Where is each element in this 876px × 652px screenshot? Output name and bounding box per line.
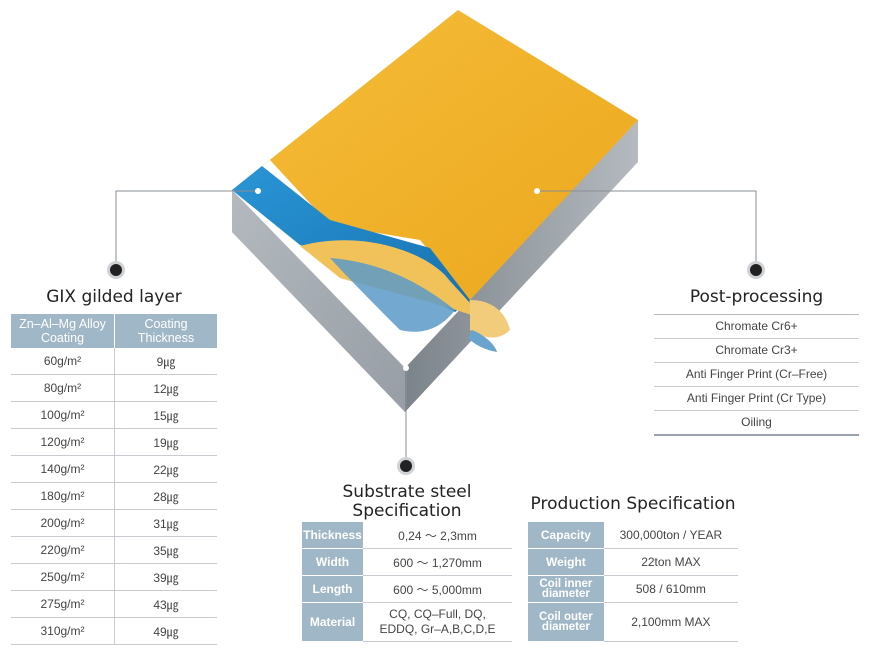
table-row: Material CQ, CQ–Full, DQ, EDDQ, Gr–A,B,C… xyxy=(302,602,512,642)
coating-cell: 100g/m² xyxy=(11,401,115,429)
list-item: Chromate Cr3+ xyxy=(654,339,859,363)
spec-label: Coil inner diameter xyxy=(528,575,604,603)
spec-value: 508 / 610mm xyxy=(603,575,738,603)
table-row: Capacity 300,000ton / YEAR xyxy=(528,522,738,549)
thickness-cell: 35㎍ xyxy=(114,536,217,564)
spec-label: Width xyxy=(302,548,364,576)
gix-header-thickness: Coating Thickness xyxy=(114,314,217,348)
substrate-title-line1: Substrate steel xyxy=(342,482,472,502)
table-row: Width 600 ～ 1,270mm xyxy=(302,548,512,576)
coating-cell: 275g/m² xyxy=(11,590,115,618)
post-marker-dot xyxy=(534,188,540,194)
coating-cell: 60g/m² xyxy=(11,348,115,375)
coating-cell: 310g/m² xyxy=(11,617,115,645)
spec-label: Length xyxy=(302,575,364,603)
spec-value: CQ, CQ–Full, DQ, EDDQ, Gr–A,B,C,D,E xyxy=(363,602,512,642)
thickness-cell: 12㎍ xyxy=(114,374,217,402)
thickness-cell: 43㎍ xyxy=(114,590,217,618)
spec-value: 300,000ton / YEAR xyxy=(603,522,738,549)
coating-cell: 250g/m² xyxy=(11,563,115,591)
spec-value: 2,100mm MAX xyxy=(603,602,738,642)
gix-header-coating: Zn–Al–Mg Alloy Coating xyxy=(11,314,115,348)
thickness-cell: 19㎍ xyxy=(114,428,217,456)
peeled-corner-blue xyxy=(330,258,455,332)
table-row: Coil outer diameter 2,100mm MAX xyxy=(528,602,738,642)
substrate-spec-table: Thickness 0,24 ～ 2,3mm Width 600 ～ 1,270… xyxy=(302,522,512,642)
spec-label: Coil outer diameter xyxy=(528,602,604,642)
spec-value: 0,24 ～ 2,3mm xyxy=(363,522,512,549)
coating-cell: 120g/m² xyxy=(11,428,115,456)
post-processing-list: Chromate Cr6+ Chromate Cr3+ Anti Finger … xyxy=(654,314,859,436)
table-row: Thickness 0,24 ～ 2,3mm xyxy=(302,522,512,549)
gix-connector-line xyxy=(115,190,258,270)
coating-cell: 200g/m² xyxy=(11,509,115,537)
thickness-cell: 28㎍ xyxy=(114,482,217,510)
steel-front-large xyxy=(232,190,405,412)
gix-marker-dot xyxy=(255,188,261,194)
spec-label: Capacity xyxy=(528,522,604,549)
thickness-cell: 15㎍ xyxy=(114,401,217,429)
substrate-title-line2: Specification xyxy=(352,501,462,521)
list-item: Anti Finger Print (Cr–Free) xyxy=(654,363,859,387)
coating-cell: 220g/m² xyxy=(11,536,115,564)
spec-label: Weight xyxy=(528,548,604,576)
spec-value: 22ton MAX xyxy=(603,548,738,576)
post-bullet-icon xyxy=(747,261,765,279)
gix-coating-table: Zn–Al–Mg Alloy Coating Coating Thickness… xyxy=(11,314,217,645)
thickness-cell: 49㎍ xyxy=(114,617,217,645)
production-spec-table: Capacity 300,000ton / YEAR Weight 22ton … xyxy=(528,522,738,642)
peel-flap-small xyxy=(470,300,510,338)
thickness-cell: 9㎍ xyxy=(114,348,217,375)
thickness-cell: 31㎍ xyxy=(114,509,217,537)
spec-label: Material xyxy=(302,602,364,642)
production-title: Production Specification xyxy=(530,494,736,514)
table-row: Coil inner diameter 508 / 610mm xyxy=(528,575,738,603)
peel-flap-small-blue xyxy=(468,330,497,352)
gix-title: GIX gilded layer xyxy=(46,287,182,307)
substrate-bullet-icon xyxy=(397,457,415,475)
spec-label: Thickness xyxy=(302,522,364,549)
spec-value: 600 ～ 5,000mm xyxy=(363,575,512,603)
post-processing-title: Post-processing xyxy=(689,287,824,307)
orange-coating-layer xyxy=(232,10,638,300)
spec-value: 600 ～ 1,270mm xyxy=(363,548,512,576)
coating-cell: 180g/m² xyxy=(11,482,115,510)
gix-bullet-icon xyxy=(107,261,125,279)
thickness-cell: 39㎍ xyxy=(114,563,217,591)
thickness-cell: 22㎍ xyxy=(114,455,217,483)
post-connector-line xyxy=(537,190,757,270)
steel-right-face xyxy=(405,120,638,412)
list-item: Anti Finger Print (Cr Type) xyxy=(654,387,859,411)
table-row: Weight 22ton MAX xyxy=(528,548,738,576)
substrate-marker-dot xyxy=(403,365,409,371)
coating-cell: 80g/m² xyxy=(11,374,115,402)
list-item: Chromate Cr6+ xyxy=(654,315,859,339)
table-row: Length 600 ～ 5,000mm xyxy=(302,575,512,603)
list-item: Oiling xyxy=(654,411,859,436)
coating-cell: 140g/m² xyxy=(11,455,115,483)
